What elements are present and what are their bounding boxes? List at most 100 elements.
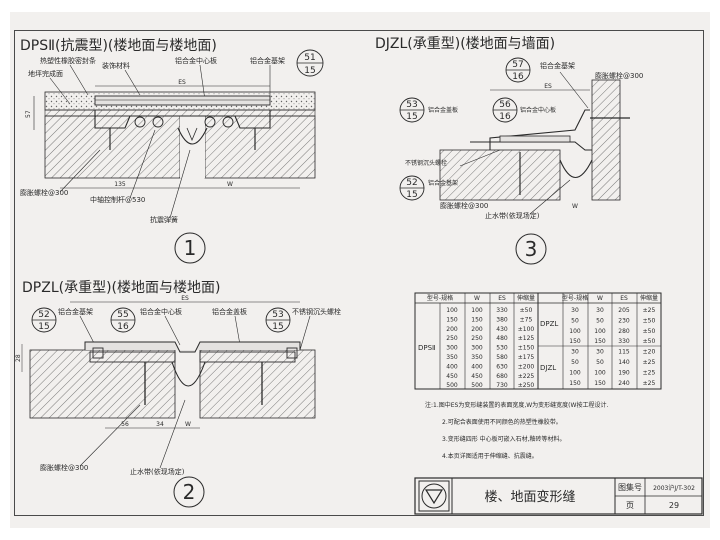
table-left-cell: 450: [471, 373, 483, 380]
detail-3-ref-57: 57 16: [505, 57, 531, 83]
detail-3: DJZL(承重型)(楼地面与墙面) 57 16 53 15 56 16: [375, 36, 643, 265]
notes: 注:1.图中ES为变形缝装置的表面宽度,W为变形缝宽度(W按工程设计. 2.可配…: [425, 401, 608, 460]
detail-1-label-sealant: 热塑性橡胶密封条: [40, 56, 96, 65]
table-right-cell: 50: [596, 317, 604, 324]
detail-2-ref-2-bottom: 15: [272, 322, 283, 332]
detail-3-ref-3-top: 52: [406, 178, 417, 188]
table-left-cell: ±150: [518, 345, 535, 352]
title-block-atlas-value: 2003沪J/T-302: [653, 484, 695, 492]
table-right-cell: 30: [571, 349, 579, 356]
table-left-cell: 500: [471, 382, 483, 389]
table-model-left: DPSⅡ: [418, 344, 436, 352]
table-left-cell: 200: [446, 326, 458, 333]
note-4: 4.本页详图适用于伸缩缝、抗震缝。: [442, 452, 538, 460]
table-left-cell: 680: [496, 373, 508, 380]
detail-3-title: DJZL(承重型)(楼地面与墙面): [375, 36, 555, 52]
table-left-cell: ±250: [518, 382, 535, 389]
detail-2-label-center-plate: 铝合金中心板: [140, 307, 182, 316]
detail-1-label-center-plate: 铝合金中心板: [175, 56, 217, 65]
drawing-frame: [14, 30, 704, 516]
table-left-cell: 200: [471, 326, 483, 333]
detail-1-label-anchor: 膨胀螺栓@300: [20, 188, 68, 197]
table-right-cell: 50: [571, 359, 579, 366]
title-block-page-value: 29: [669, 501, 679, 510]
table-left-cell: 530: [496, 345, 508, 352]
table-left-cell: 330: [496, 307, 508, 314]
detail-2: DPZL(承重型)(楼地面与楼地面) 52 15 55 16 53 15 铝合金…: [15, 280, 341, 508]
detail-1-dim-57: 57: [25, 110, 32, 118]
note-2: 2.可配合表面使用不同颜色的热塑性橡胶带。: [442, 418, 562, 426]
detail-3-label-base-frame-top: 铝合金基架: [540, 61, 575, 70]
table-left-cell: ±100: [518, 326, 535, 333]
detail-1-ref-top: 51: [304, 53, 315, 63]
detail-2-dim-w: W: [185, 421, 191, 428]
detail-3-label-center-plate: 铝合金中心板: [520, 106, 556, 114]
title-block: 楼、地面变形缝 图集号 2003沪J/T-302 页 29: [414, 477, 703, 515]
detail-1-dim-135: 135: [114, 181, 126, 188]
spec-table: 型号-规格 W ES 伸缩量 型号-规格 W ES 伸缩量 DPSⅡ DPZL …: [414, 292, 662, 390]
table-right-cell: 100: [569, 328, 581, 335]
table-right-cell: ±25: [643, 359, 656, 366]
table-left-cell: 450: [446, 373, 458, 380]
table-right-cell: 150: [594, 338, 606, 345]
detail-2-ref-2-top: 53: [272, 310, 283, 320]
detail-3-label-base-frame: 铝合金基架: [428, 179, 458, 187]
detail-1-ref: 51 15: [296, 49, 324, 77]
table-right-cell: 115: [618, 349, 630, 356]
table-right-cell: 190: [618, 369, 630, 376]
table-right-cell: ±25: [643, 380, 656, 387]
detail-1-title: DPSⅡ(抗震型)(楼地面与楼地面): [20, 38, 217, 54]
detail-2-dim-34: 34: [156, 421, 164, 428]
table-left-cell: ±125: [518, 335, 535, 342]
table-left-cell: 380: [496, 316, 508, 323]
table-left-cell: 630: [496, 363, 508, 370]
table-left-cell: 350: [471, 354, 483, 361]
table-left-cell: 400: [446, 363, 458, 370]
detail-2-dim-28: 28: [15, 354, 22, 362]
detail-1-dim-es: ES: [178, 79, 186, 86]
table-right-cell: ±50: [643, 317, 656, 324]
detail-3-ref-2-bottom: 16: [499, 112, 511, 122]
detail-3-ref-2-top: 56: [499, 100, 511, 110]
table-right-cell: 150: [569, 338, 581, 345]
detail-3-ref-1-top: 53: [406, 100, 417, 110]
table-right-cell: 230: [618, 317, 630, 324]
table-right-cell: ±50: [643, 328, 656, 335]
table-left-cell: 350: [446, 354, 458, 361]
detail-2-label-waterstop: 止水带(依现场定): [130, 467, 185, 476]
detail-1-label-finish-material: 装饰材料: [102, 61, 130, 70]
detail-2-label-anchor: 膨胀螺栓@300: [40, 463, 88, 472]
detail-2-dim-es: ES: [181, 295, 189, 302]
table-left-cell: 730: [496, 382, 508, 389]
table-right-cell: ±25: [643, 369, 656, 376]
table-right-cell: ±25: [643, 307, 656, 314]
table-left-cell: 150: [471, 316, 483, 323]
detail-2-ref-0-top: 52: [38, 310, 49, 320]
table-left-cell: 300: [446, 345, 458, 352]
table-header-model-left: 型号-规格: [427, 294, 453, 302]
table-left-cell: 250: [471, 335, 483, 342]
table-right-cell: 100: [594, 369, 606, 376]
table-header-w-right: W: [597, 295, 603, 302]
table-left-cell: 580: [496, 354, 508, 361]
table-right-cell: 30: [596, 307, 604, 314]
table-right-cell: 50: [596, 359, 604, 366]
detail-2-label-screw: 不锈钢沉头螺栓: [292, 307, 341, 316]
detail-1-ref-bottom: 15: [304, 66, 315, 76]
table-header-es-left: ES: [498, 295, 506, 302]
table-right-cell: ±20: [643, 349, 656, 356]
detail-2-title: DPZL(承重型)(楼地面与楼地面): [22, 280, 220, 296]
detail-1-number: 1: [184, 236, 197, 260]
detail-3-ref-52: 52 15: [399, 175, 425, 201]
detail-3-ref-0-bottom: 16: [512, 72, 524, 82]
title-block-page-label: 页: [626, 501, 634, 510]
detail-2-ref-1-top: 55: [117, 310, 128, 320]
table-right-cell: 30: [596, 349, 604, 356]
detail-1: DPSⅡ(抗震型)(楼地面与楼地面) 51 15 热塑性橡胶密封条 地坪完成面 …: [20, 38, 324, 264]
detail-3-ref-3-bottom: 15: [406, 190, 417, 200]
table-left-cell: ±200: [518, 363, 535, 370]
detail-3-number: 3: [525, 237, 538, 261]
table-right-cell: 240: [618, 380, 630, 387]
